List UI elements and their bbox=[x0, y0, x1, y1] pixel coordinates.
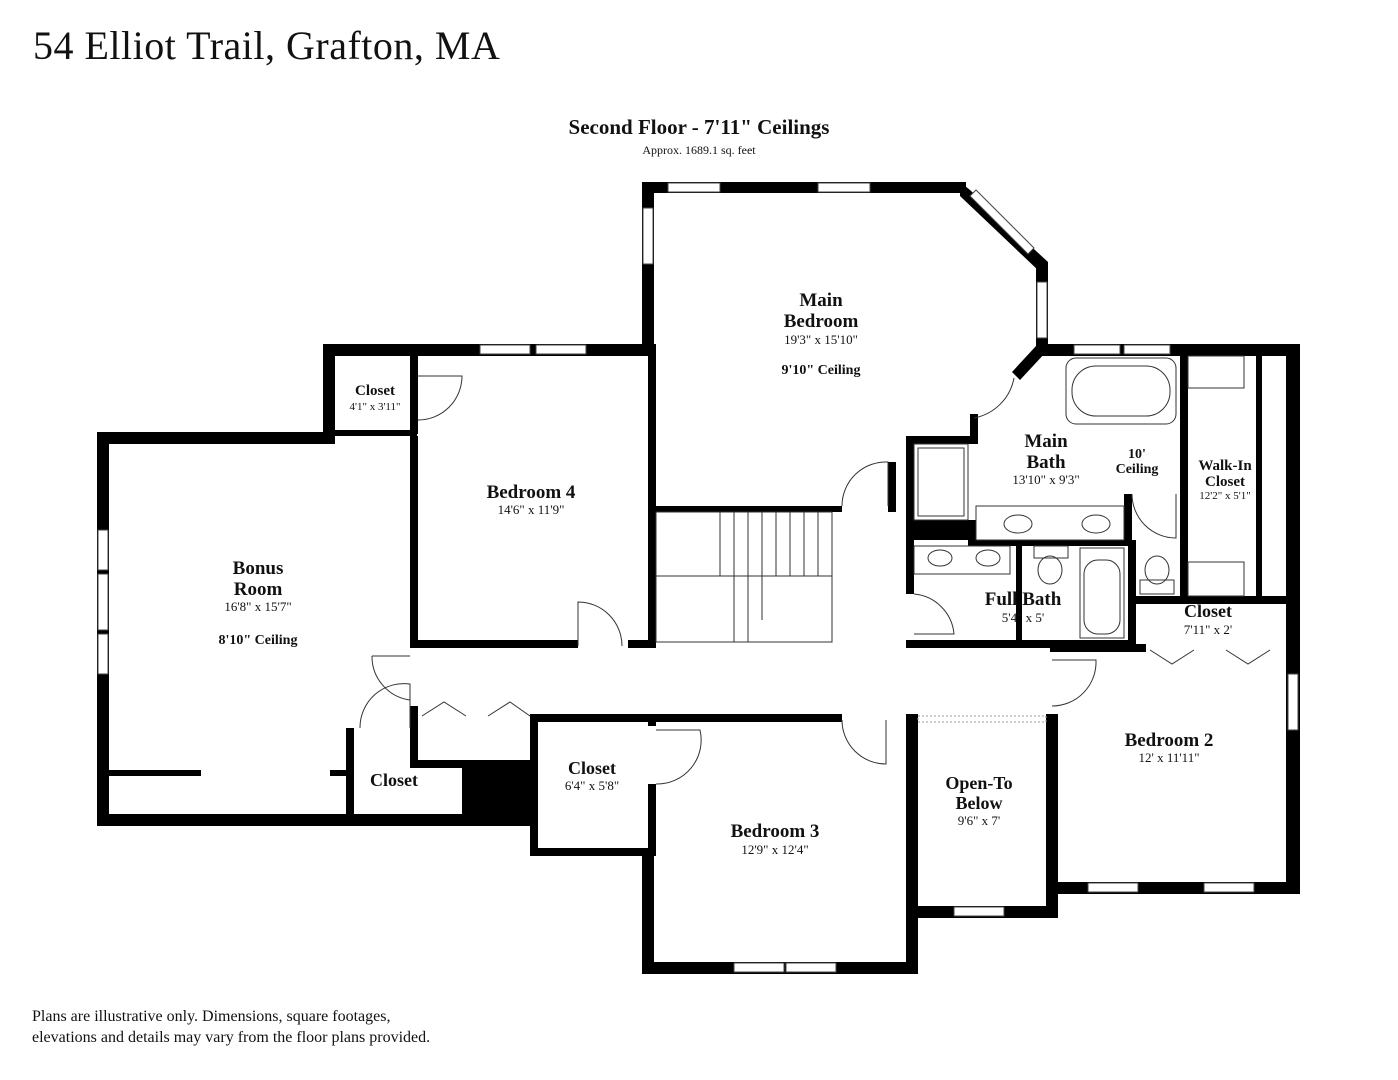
room-bedroom4: Bedroom 4 14'6" x 11'9" bbox=[487, 482, 576, 517]
full-bath-dims: 5'4" x 5' bbox=[1002, 610, 1045, 625]
walk-in-closet-dims: 12'2" x 5'1" bbox=[1199, 490, 1250, 502]
room-closet-hall: Closet bbox=[370, 770, 418, 790]
bonus-room-name-2: Room bbox=[234, 579, 283, 600]
page-title: 54 Elliot Trail, Grafton, MA bbox=[33, 23, 501, 68]
closet-b2-name: Closet bbox=[1184, 601, 1232, 621]
open-to-below-name-1: Open-To bbox=[945, 773, 1012, 793]
closet-b4-name: Closet bbox=[355, 383, 395, 399]
main-bedroom-name-2: Bedroom bbox=[784, 311, 859, 332]
room-bedroom2: Bedroom 2 12' x 11'11" bbox=[1125, 730, 1214, 765]
room-main-bath: Main Bath 13'10" x 9'3" 10' Ceiling bbox=[1012, 431, 1158, 487]
disclaimer-line-1: Plans are illustrative only. Dimensions,… bbox=[32, 1008, 391, 1025]
room-closet-b2: Closet 7'11" x 2' bbox=[1184, 601, 1233, 637]
bedroom3-dims: 12'9" x 12'4" bbox=[741, 842, 808, 857]
bedroom2-name: Bedroom 2 bbox=[1125, 730, 1214, 751]
fixtures bbox=[359, 355, 1271, 785]
room-bedroom3: Bedroom 3 12'9" x 12'4" bbox=[731, 821, 820, 857]
bonus-room-name-1: Bonus bbox=[233, 558, 284, 579]
walk-in-closet-name-2: Closet bbox=[1205, 474, 1245, 490]
disclaimer-line-2: elevations and details may vary from the… bbox=[32, 1029, 431, 1046]
closet-b2-dims: 7'11" x 2' bbox=[1184, 622, 1233, 637]
main-bedroom-dims: 19'3" x 15'10" bbox=[784, 332, 858, 347]
room-bonus: Bonus Room 16'8" x 15'7" 8'10" Ceiling bbox=[219, 558, 298, 648]
bonus-room-dims: 16'8" x 15'7" bbox=[224, 599, 291, 614]
room-walk-in-closet: Walk-In Closet 12'2" x 5'1" bbox=[1198, 458, 1252, 502]
main-bath-name-1: Main bbox=[1024, 431, 1068, 452]
main-bath-ceiling-2: Ceiling bbox=[1116, 462, 1159, 477]
floor-title: Second Floor - 7'11" Ceilings bbox=[568, 115, 830, 139]
walk-in-closet-name-1: Walk-In bbox=[1198, 458, 1252, 474]
main-bath-name-2: Bath bbox=[1026, 452, 1066, 473]
main-bedroom-name-1: Main bbox=[799, 290, 843, 311]
open-to-below-dims: 9'6" x 7' bbox=[958, 813, 1001, 828]
closet-b4-dims: 4'1" x 3'11" bbox=[349, 401, 400, 413]
open-to-below-name-2: Below bbox=[956, 793, 1003, 813]
room-full-bath: Full Bath 5'4" x 5' bbox=[985, 589, 1062, 625]
closet-b3-name: Closet bbox=[568, 758, 616, 778]
floor-area: Approx. 1689.1 sq. feet bbox=[642, 143, 756, 157]
bedroom2-dims: 12' x 11'11" bbox=[1138, 750, 1199, 765]
bonus-room-ceiling: 8'10" Ceiling bbox=[219, 633, 298, 648]
bedroom4-dims: 14'6" x 11'9" bbox=[498, 502, 565, 517]
main-bedroom-ceiling: 9'10" Ceiling bbox=[782, 363, 861, 378]
closet-b3-dims: 6'4" x 5'8" bbox=[565, 778, 619, 793]
room-closet-b4: Closet 4'1" x 3'11" bbox=[349, 383, 400, 413]
bedroom4-name: Bedroom 4 bbox=[487, 482, 576, 503]
bedroom3-name: Bedroom 3 bbox=[731, 821, 820, 842]
full-bath-name: Full Bath bbox=[985, 589, 1062, 610]
room-main-bedroom: Main Bedroom 19'3" x 15'10" 9'10" Ceilin… bbox=[782, 290, 861, 378]
disclaimer: Plans are illustrative only. Dimensions,… bbox=[32, 1006, 552, 1048]
closet-hall-name: Closet bbox=[370, 770, 418, 790]
windows bbox=[97, 182, 1299, 973]
room-open-to-below: Open-To Below 9'6" x 7' bbox=[945, 773, 1012, 828]
main-bath-dims: 13'10" x 9'3" bbox=[1012, 472, 1079, 487]
room-closet-b3: Closet 6'4" x 5'8" bbox=[565, 758, 619, 793]
main-bath-ceiling-1: 10' bbox=[1128, 447, 1146, 462]
